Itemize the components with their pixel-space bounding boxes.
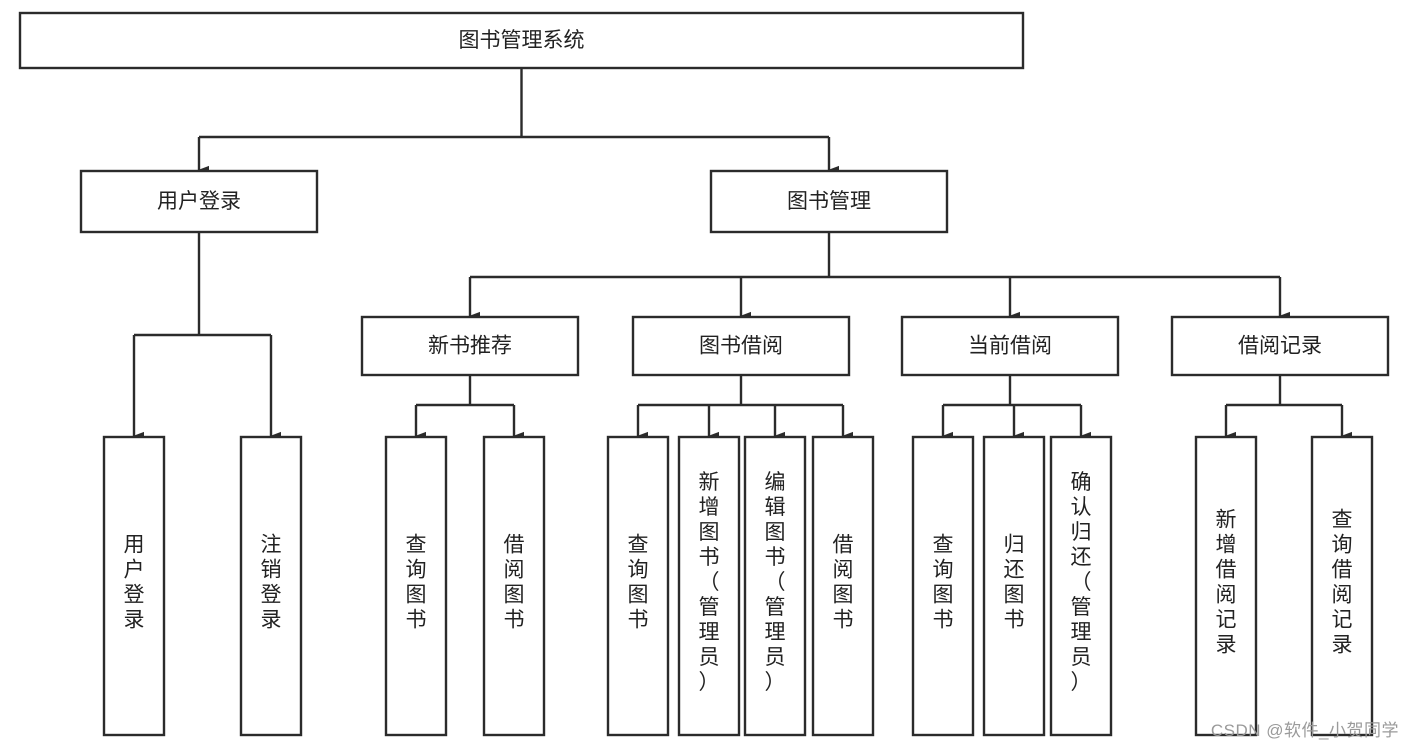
node-box-leaf-confirm-return[interactable] xyxy=(1049,435,1113,737)
node-box-leaf-query-record[interactable] xyxy=(1310,435,1374,737)
node-label-current-borrow: 当前借阅 xyxy=(968,335,1052,358)
node-leaf-query-book-rec[interactable]: 查询图书 xyxy=(384,435,448,737)
node-label-leaf-borrow-book-b: 借阅图书 xyxy=(833,534,854,632)
node-leaf-return-book[interactable]: 归还图书 xyxy=(982,435,1046,737)
connector-group-current-borrow xyxy=(941,375,1091,441)
node-label-leaf-query-book-b: 查询图书 xyxy=(628,534,649,632)
node-box-leaf-query-book-b[interactable] xyxy=(606,435,670,737)
node-box-book-manage[interactable] xyxy=(709,169,949,234)
node-new-book-rec[interactable]: 新书推荐 xyxy=(360,315,580,377)
node-box-root[interactable] xyxy=(18,11,1025,70)
node-label-root: 图书管理系统 xyxy=(459,29,585,52)
node-user-login[interactable]: 用户登录 xyxy=(79,169,319,234)
node-leaf-borrow-book-rec[interactable]: 借阅图书 xyxy=(482,435,546,737)
node-box-leaf-add-record[interactable] xyxy=(1194,435,1258,737)
node-label-leaf-add-book: 新增图书（管理员） xyxy=(699,471,720,694)
node-label-leaf-confirm-return: 确认归还（管理员） xyxy=(1071,471,1092,694)
node-leaf-query-book-c[interactable]: 查询图书 xyxy=(911,435,975,737)
node-leaf-add-book[interactable]: 新增图书（管理员） xyxy=(677,435,741,737)
node-box-leaf-edit-book[interactable] xyxy=(743,435,807,737)
node-leaf-borrow-book-b[interactable]: 借阅图书 xyxy=(811,435,875,737)
node-box-leaf-borrow-book-rec[interactable] xyxy=(482,435,546,737)
node-box-leaf-borrow-book-b[interactable] xyxy=(811,435,875,737)
node-label-leaf-query-book-rec: 查询图书 xyxy=(406,534,427,632)
node-book-borrow[interactable]: 图书借阅 xyxy=(631,315,851,377)
csdn-watermark: CSDN @软件_小贺同学 xyxy=(1210,721,1399,740)
node-leaf-query-record[interactable]: 查询借阅记录 xyxy=(1310,435,1374,737)
node-box-leaf-query-book-rec[interactable] xyxy=(384,435,448,737)
connector-group-new-book-rec xyxy=(414,375,524,441)
edge-layer xyxy=(132,68,1352,441)
node-box-current-borrow[interactable] xyxy=(900,315,1120,377)
node-label-book-manage: 图书管理 xyxy=(787,190,871,213)
node-box-leaf-query-book-c[interactable] xyxy=(911,435,975,737)
connector-group-book-manage xyxy=(468,232,1290,321)
node-box-book-borrow[interactable] xyxy=(631,315,851,377)
node-label-leaf-edit-book: 编辑图书（管理员） xyxy=(765,471,786,694)
node-leaf-confirm-return[interactable]: 确认归还（管理员） xyxy=(1049,435,1113,737)
connector-group-root xyxy=(197,68,839,175)
node-box-leaf-add-book[interactable] xyxy=(677,435,741,737)
connector-group-book-borrow xyxy=(636,375,853,441)
node-label-book-borrow: 图书借阅 xyxy=(699,335,783,358)
node-box-borrow-record[interactable] xyxy=(1170,315,1390,377)
connector-group-user-login xyxy=(132,232,281,441)
node-label-leaf-borrow-book-rec: 借阅图书 xyxy=(504,534,525,632)
node-label-user-login: 用户登录 xyxy=(157,190,241,213)
connector-group-borrow-record xyxy=(1224,375,1352,441)
node-label-leaf-add-record: 新增借阅记录 xyxy=(1216,509,1237,657)
node-label-leaf-logout: 注销登录 xyxy=(261,534,282,632)
node-book-manage[interactable]: 图书管理 xyxy=(709,169,949,234)
node-label-leaf-return-book: 归还图书 xyxy=(1004,534,1025,632)
node-label-leaf-query-record: 查询借阅记录 xyxy=(1332,509,1353,657)
node-box-leaf-return-book[interactable] xyxy=(982,435,1046,737)
node-box-user-login[interactable] xyxy=(79,169,319,234)
node-box-new-book-rec[interactable] xyxy=(360,315,580,377)
node-borrow-record[interactable]: 借阅记录 xyxy=(1170,315,1390,377)
node-label-leaf-user-login: 用户登录 xyxy=(124,534,145,632)
node-box-leaf-logout[interactable] xyxy=(239,435,303,737)
node-leaf-add-record[interactable]: 新增借阅记录 xyxy=(1194,435,1258,737)
node-leaf-edit-book[interactable]: 编辑图书（管理员） xyxy=(743,435,807,737)
node-root[interactable]: 图书管理系统 xyxy=(18,11,1025,70)
node-leaf-logout[interactable]: 注销登录 xyxy=(239,435,303,737)
node-leaf-query-book-b[interactable]: 查询图书 xyxy=(606,435,670,737)
node-box-leaf-user-login[interactable] xyxy=(102,435,166,737)
node-current-borrow[interactable]: 当前借阅 xyxy=(900,315,1120,377)
node-label-new-book-rec: 新书推荐 xyxy=(428,335,512,358)
node-label-leaf-query-book-c: 查询图书 xyxy=(933,534,954,632)
node-leaf-user-login[interactable]: 用户登录 xyxy=(102,435,166,737)
node-layer: 图书管理系统用户登录图书管理新书推荐图书借阅当前借阅借阅记录用户登录注销登录查询… xyxy=(18,11,1390,737)
node-label-borrow-record: 借阅记录 xyxy=(1238,335,1322,358)
